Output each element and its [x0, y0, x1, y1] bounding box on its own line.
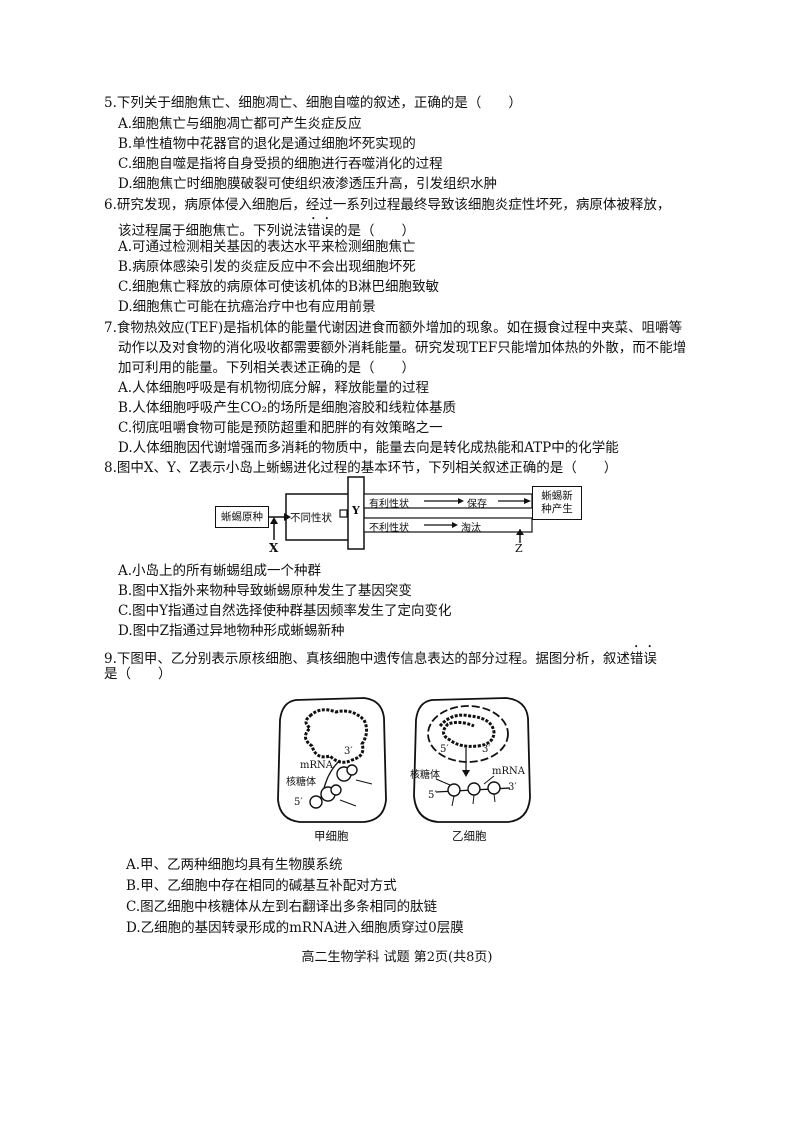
q6-option-a: A.可通过检测相关基因的表达水平来检测细胞焦亡 — [118, 239, 416, 255]
q9-stem-text: 9.下图甲、乙分别表示原核细胞、真核细胞中遗传信息表达的部分过程。据图分析，叙述 — [104, 651, 630, 667]
q9-option-a: A.甲、乙两种细胞均具有生物膜系统 — [126, 857, 343, 873]
yi-5prime-top-label: 5′ — [440, 744, 449, 755]
q7-option-a: A.人体细胞呼吸是有机物彻底分解，释放能量的过程 — [118, 380, 430, 396]
unfavorable-traits-label: 不利性状 — [369, 523, 409, 534]
q9-option-c: C.图乙细胞中核糖体从左到右翻译出多条相同的肽链 — [126, 899, 438, 915]
q6-stem-text: 该过程属于细胞焦亡。下列说法 — [118, 223, 307, 239]
yi-mrna-label: mRNA — [492, 766, 525, 777]
jia-3prime-label: 3′ — [344, 746, 353, 757]
original-species-box: 蜥蜴原种 — [215, 506, 269, 528]
yi-cell-caption: 乙细胞 — [452, 829, 487, 843]
page-footer: 高二生物学科 试题 第2页(共8页) — [301, 950, 493, 965]
q6-stem-line2: 该过程属于细胞焦亡。下列说法错误的是（ ） — [118, 215, 415, 241]
yi-3prime-bottom-label: 3′ — [508, 782, 517, 793]
q5-option-c: C.细胞自噬是指将自身受损的细胞进行吞噬消化的过程 — [118, 156, 443, 172]
q9-option-b: B.甲、乙细胞中存在相同的碱基互补配对方式 — [126, 878, 397, 894]
yi-3prime-top-label: 3′ — [482, 744, 491, 755]
q7-stem-line2: 动作以及对食物的消化吸收都需要额外消耗能量。研究发现TEF只能增加体热的外散，而… — [118, 340, 687, 356]
different-traits-label: 不同性状 — [290, 512, 332, 524]
q6-stem-tail: 的是（ ） — [334, 223, 415, 239]
new-species-box: 蜥蜴新 种产生 — [532, 486, 582, 520]
q8-option-a: A.小岛上的所有蜥蜴组成一个种群 — [118, 563, 322, 579]
q5-option-a: A.细胞焦亡与细胞凋亡都可产生炎症反应 — [118, 116, 362, 132]
q7-option-c: C.彻底咀嚼食物可能是预防超重和肥胖的有效策略之一 — [118, 420, 443, 436]
q7-stem-line3: 加可利用的能量。下列相关表述正确的是（ ） — [118, 360, 415, 376]
q6-emphasis-word: 错误 — [307, 223, 334, 239]
q5-option-b: B.单性植物中花器官的退化是通过细胞坏死实现的 — [118, 136, 416, 152]
q9-emphasis-word: 错误 — [629, 651, 657, 667]
jia-ribosome-label: 核糖体 — [286, 777, 316, 788]
new-species-line2: 种产生 — [541, 503, 573, 515]
q6-option-b: B.病原体感染引发的炎症反应中不会出现细胞坏死 — [118, 259, 416, 275]
q9-stem-line2: 是（ ） — [104, 666, 172, 682]
q6-stem-line1: 6.研究发现，病原体侵入细胞后，经过一系列过程最终导致该细胞炎症性坏死，病原体被… — [104, 197, 671, 213]
q6-option-d: D.细胞焦亡可能在抗癌治疗中也有应用前景 — [118, 299, 376, 315]
yi-ribosome-label: 核糖体 — [410, 770, 440, 781]
jia-cell-caption: 甲细胞 — [314, 829, 349, 843]
q8-option-d: D.图中Z指通过异地物种形成蜥蜴新种 — [118, 623, 345, 639]
q7-option-b: B.人体细胞呼吸产生CO₂的场所是细胞溶胶和线粒体基质 — [118, 400, 457, 416]
q6-option-c: C.细胞焦亡释放的病原体可使该机体的B淋巴细胞致敏 — [118, 279, 440, 295]
q8-stem: 8.图中X、Y、Z表示小岛上蜥蜴进化过程的基本环节，下列相关叙述正确的是（ ） — [104, 460, 618, 476]
q5-stem: 5.下列关于细胞焦亡、细胞凋亡、细胞自噬的叙述，正确的是（ ） — [104, 95, 522, 111]
q8-option-b: B.图中X指外来物种导致蜥蜴原种发生了基因突变 — [118, 583, 412, 599]
preserve-label: 保存 — [467, 499, 487, 510]
eliminate-label: 淘汰 — [461, 523, 481, 534]
q9-stem-line1: 9.下图甲、乙分别表示原核细胞、真核细胞中遗传信息表达的部分过程。据图分析，叙述… — [104, 643, 657, 669]
y-label: Y — [352, 504, 360, 517]
x-label: X — [269, 541, 279, 555]
favorable-traits-label: 有利性状 — [369, 499, 409, 510]
yi-5prime-bottom-label: 5′ — [428, 790, 437, 801]
q8-option-c: C.图中Y指通过自然选择使种群基因频率发生了定向变化 — [118, 603, 452, 619]
q7-stem-line1: 7.食物热效应(TEF)是指机体的能量代谢因进食而额外增加的现象。如在摄食过程中… — [104, 320, 683, 336]
jia-5prime-label: 5′ — [294, 797, 303, 808]
jia-mrna-label: mRNA — [300, 760, 333, 771]
q5-option-d: D.细胞焦亡时细胞膜破裂可使组织液渗透压升高，引发组织水肿 — [118, 176, 498, 192]
q7-option-d: D.人体细胞因代谢增强而多消耗的物质中，能量去向是转化成热能和ATP中的化学能 — [118, 440, 619, 456]
new-species-line1: 蜥蜴新 — [541, 490, 573, 502]
z-label: Z — [515, 542, 523, 555]
q9-option-d: D.乙细胞的基因转录形成的mRNA进入细胞质穿过0层膜 — [126, 920, 464, 936]
